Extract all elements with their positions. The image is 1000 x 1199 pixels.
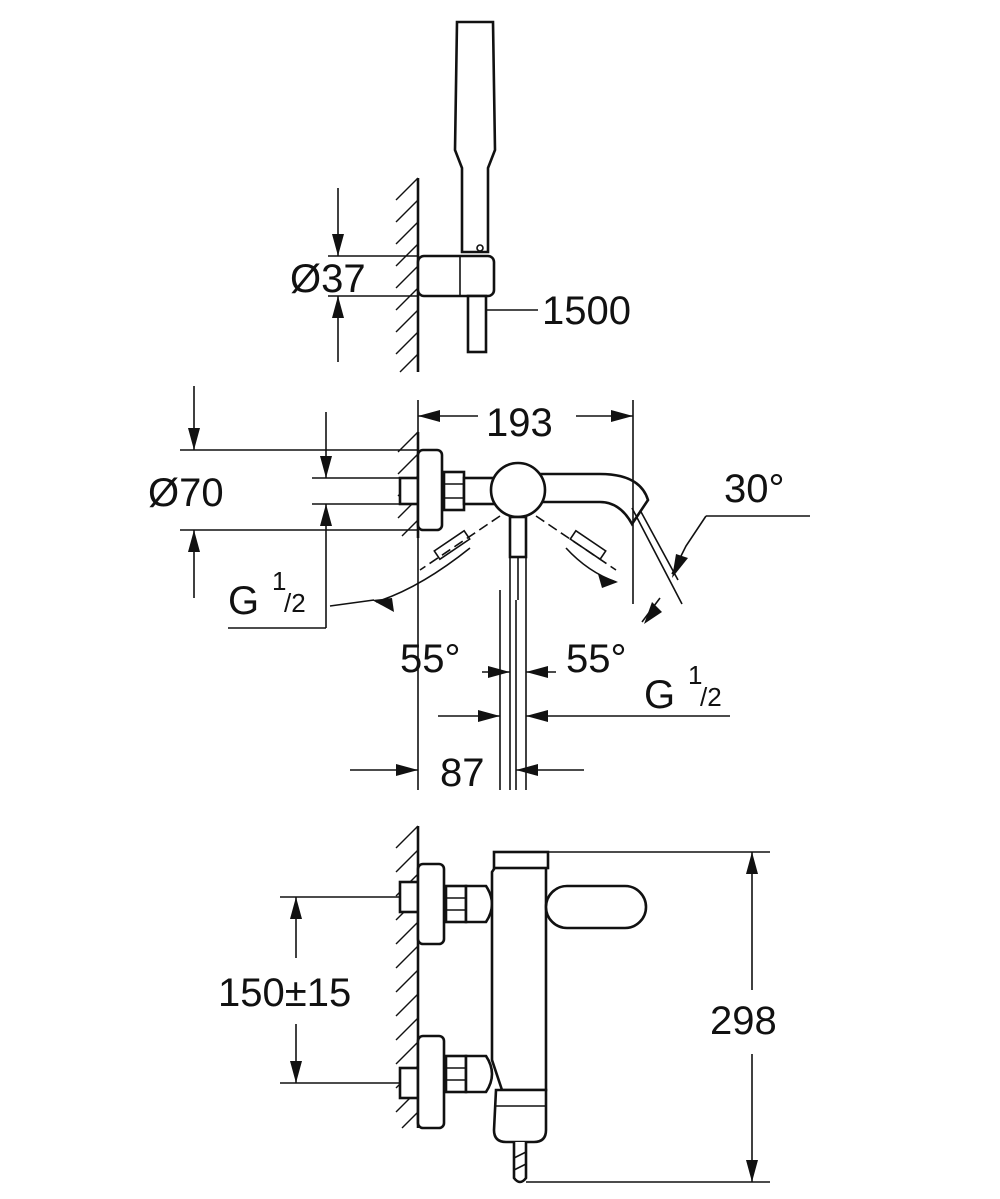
shower-holder xyxy=(416,254,496,298)
angle-arrow xyxy=(372,598,394,612)
diverter xyxy=(492,1088,548,1144)
hand-shower-view xyxy=(328,20,538,373)
label-thread-right-sup: 1 xyxy=(688,660,702,690)
label-length-1500: 1500 xyxy=(542,289,631,333)
label-depth-87: 87 xyxy=(440,751,485,795)
label-thread-right: G xyxy=(644,673,675,717)
mixer-body xyxy=(489,461,547,519)
label-height-298: 298 xyxy=(710,999,777,1043)
label-width-193: 193 xyxy=(486,401,553,445)
lever xyxy=(544,884,648,930)
angle-arrow xyxy=(598,574,618,588)
mixer-body xyxy=(490,864,548,1092)
label-spacing-150: 150±15 xyxy=(218,971,351,1015)
lower-nut xyxy=(444,1054,468,1094)
label-diameter-70: Ø70 xyxy=(148,471,224,515)
label-diameter-37: Ø37 xyxy=(290,257,366,301)
top-cap xyxy=(492,850,550,870)
upper-rosette xyxy=(416,862,446,946)
label-angle-55-left: 55° xyxy=(400,637,461,681)
label-thread-left-sub: /2 xyxy=(284,588,306,618)
label-angle-55-right: 55° xyxy=(566,637,627,681)
wall-hatching xyxy=(395,177,419,373)
shower-hose xyxy=(466,294,488,354)
label-thread-left-sup: 1 xyxy=(272,566,286,596)
wall-rosette xyxy=(416,448,444,532)
plan-view xyxy=(180,386,810,790)
hand-shower-head xyxy=(453,20,497,254)
front-view xyxy=(280,825,770,1184)
label-angle-30: 30° xyxy=(724,467,785,511)
connector-nut xyxy=(442,470,466,512)
label-thread-left: G xyxy=(228,579,259,623)
upper-nut xyxy=(444,884,468,924)
hose-outlet xyxy=(512,1142,528,1184)
lever xyxy=(508,515,528,559)
spout xyxy=(538,472,650,527)
label-thread-right-sub: /2 xyxy=(700,682,722,712)
lower-rosette xyxy=(416,1034,446,1130)
